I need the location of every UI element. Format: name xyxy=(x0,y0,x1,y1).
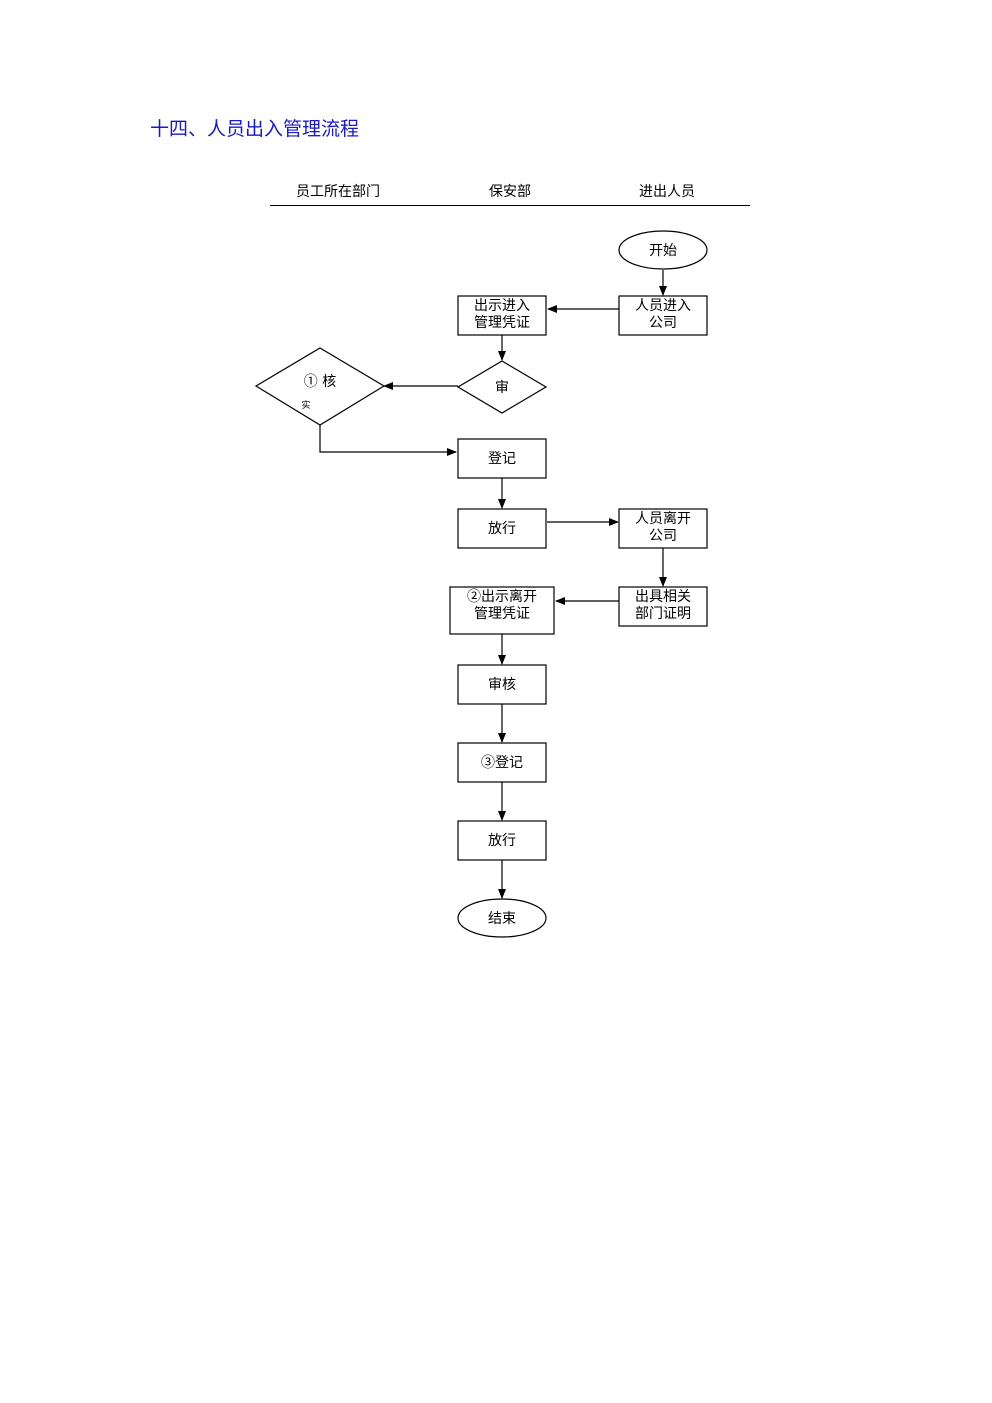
lane-divider xyxy=(270,205,750,206)
node-show-enter-line2: 管理凭证 xyxy=(474,315,530,331)
node-department-certificate xyxy=(618,586,708,627)
node-show-leave-credential xyxy=(449,586,555,635)
node-review-box-label: 审核 xyxy=(488,677,516,693)
node-register-1-label: 登记 xyxy=(488,451,516,467)
node-person-enter-line1: 人员进入 xyxy=(635,298,691,314)
node-end xyxy=(457,898,547,938)
arrow-verify-to-register xyxy=(319,425,457,456)
node-show-enter-line1: 出示进入 xyxy=(474,298,530,314)
node-review-diamond xyxy=(456,360,548,414)
node-person-leave xyxy=(618,508,708,549)
node-review-box xyxy=(457,664,547,705)
node-person-leave-line1: 人员离开 xyxy=(635,510,691,527)
node-department-certificate-line2: 部门证明 xyxy=(635,606,691,622)
node-start-label: 开始 xyxy=(649,243,677,259)
node-show-enter-credential xyxy=(457,295,547,336)
node-register-2 xyxy=(457,742,547,783)
node-release-2 xyxy=(457,820,547,861)
lane-header-employee-department: 员工所在部门 xyxy=(296,184,380,200)
page-title: 十四、人员出入管理流程 xyxy=(150,118,360,140)
node-end-label: 结束 xyxy=(488,911,516,927)
node-show-leave-line1: ②出示离开 xyxy=(467,588,537,605)
node-department-certificate-line1: 出具相关 xyxy=(635,589,691,605)
node-verify-diamond-line1: ① 核 xyxy=(304,374,336,390)
node-release-1 xyxy=(457,508,547,549)
node-start xyxy=(618,230,708,270)
lane-header-visitors: 进出人员 xyxy=(639,184,695,200)
node-show-leave-line2: 管理凭证 xyxy=(474,606,530,622)
node-person-enter xyxy=(618,295,708,336)
node-verify-diamond-line2: 实 xyxy=(301,399,310,411)
node-person-enter-line2: 公司 xyxy=(649,315,677,331)
node-verify-diamond xyxy=(254,347,386,426)
node-register-1 xyxy=(457,438,547,479)
node-review-diamond-label: 审 xyxy=(495,380,509,396)
lane-header-security-department: 保安部 xyxy=(489,184,531,200)
node-release-1-label: 放行 xyxy=(488,521,516,537)
node-person-leave-line2: 公司 xyxy=(649,528,677,544)
node-release-2-label: 放行 xyxy=(488,833,516,849)
node-register-2-label: ③登记 xyxy=(481,755,523,771)
